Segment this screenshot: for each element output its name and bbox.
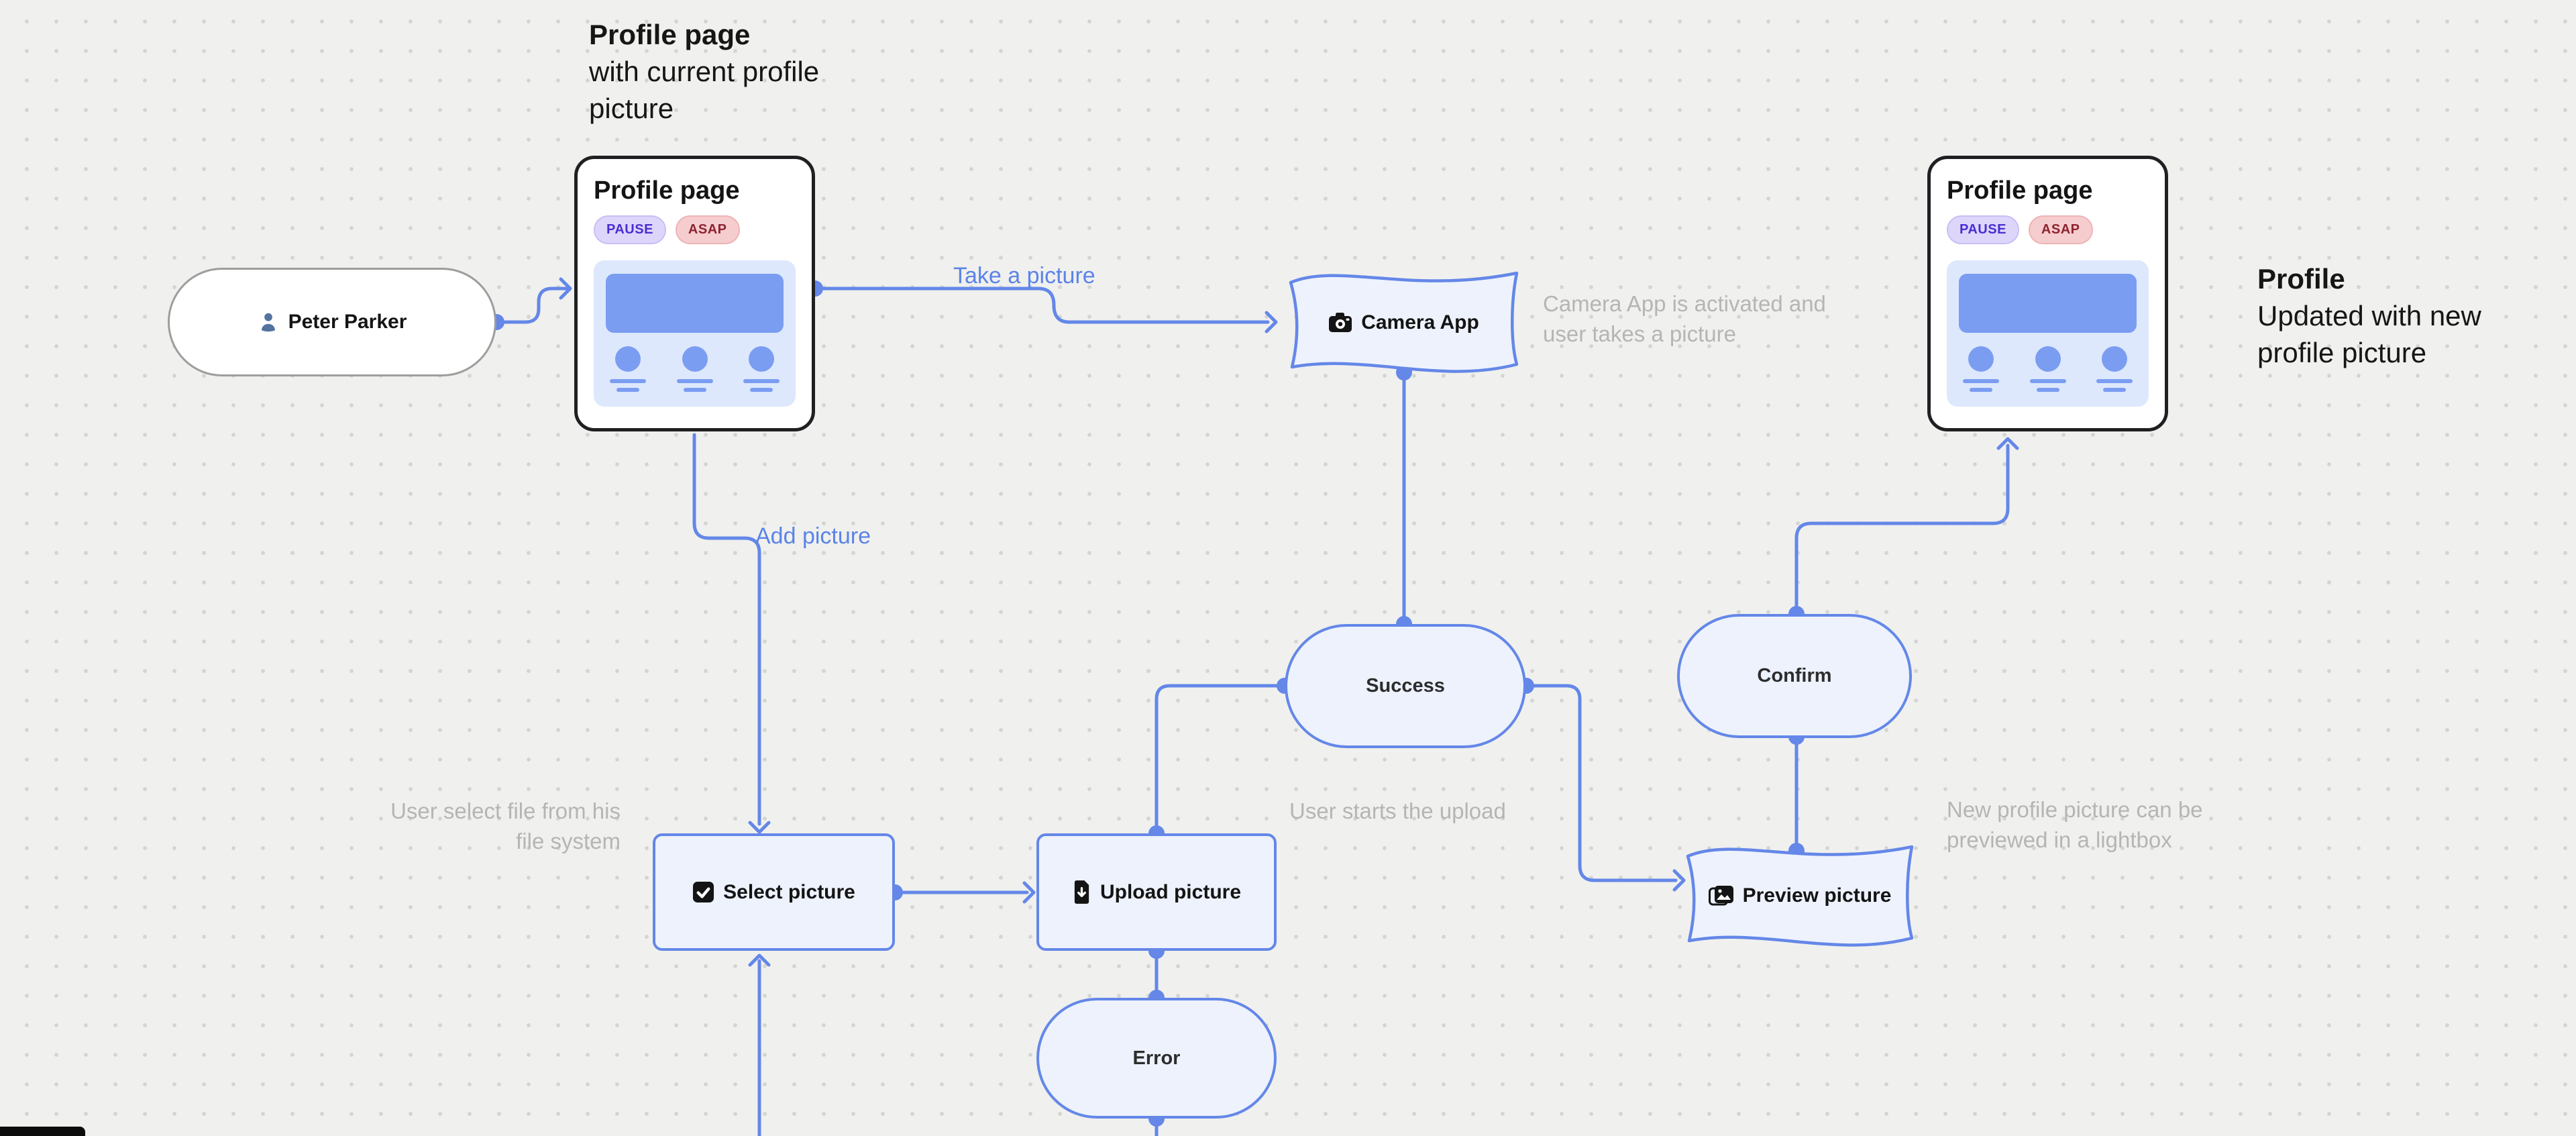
- wireframe-avatar: [610, 346, 646, 392]
- annotation-camera-note: Camera App is activated and user takes a…: [1543, 289, 1826, 349]
- arrowhead: [559, 277, 572, 300]
- node-label: Select picture: [723, 880, 855, 903]
- wireframe-banner: [1959, 274, 2137, 333]
- note-line: file system: [516, 829, 621, 854]
- status-badge-pause[interactable]: PAUSE: [1947, 215, 2019, 244]
- annotation-line: with current profile: [589, 56, 820, 87]
- toolbar-edge: [0, 1127, 85, 1136]
- badge-row: PAUSE ASAP: [1947, 215, 2149, 244]
- node-label: Confirm: [1757, 665, 1832, 686]
- status-badge-asap[interactable]: ASAP: [675, 215, 740, 244]
- note-line: previewed in a lightbox: [1947, 827, 2172, 852]
- arrowhead: [748, 821, 771, 834]
- wireframe-avatar: [743, 346, 780, 392]
- node-error[interactable]: Error: [1036, 998, 1277, 1119]
- person-icon: [258, 311, 279, 333]
- arrowhead: [1022, 881, 1036, 904]
- annotation-profile-updated: Profile Updated with new profile picture: [2257, 260, 2566, 371]
- node-label: Error: [1132, 1047, 1181, 1069]
- image-stack-icon: [1708, 885, 1734, 907]
- card-title: Profile page: [1947, 176, 2093, 205]
- annotation-profile-page-current: Profile page with current profile pictur…: [589, 16, 877, 127]
- node-label-row: Camera App: [1280, 260, 1527, 385]
- status-badge-pause[interactable]: PAUSE: [594, 215, 666, 244]
- node-label: Upload picture: [1099, 880, 1241, 903]
- profile-page-card-left[interactable]: Profile page PAUSE ASAP: [574, 156, 815, 431]
- actor-name: Peter Parker: [288, 311, 407, 333]
- wireframe-avatar: [1963, 346, 1999, 392]
- annotation-title: Profile: [2257, 263, 2345, 295]
- node-label: Success: [1366, 675, 1445, 696]
- arrowhead: [1996, 437, 2019, 450]
- annotation-preview-note: New profile picture can be previewed in …: [1947, 794, 2282, 855]
- annotation-upload-note: User starts the upload: [1289, 796, 1506, 826]
- upload-file-icon: [1072, 880, 1091, 904]
- edge-success-to-upload[interactable]: [1155, 684, 1287, 835]
- node-confirm[interactable]: Confirm: [1677, 614, 1912, 738]
- wireframe-panel: [594, 260, 796, 407]
- wireframe-avatar-row: [606, 346, 784, 392]
- actor-peter-parker[interactable]: Peter Parker: [168, 268, 496, 376]
- note-line: Camera App is activated and: [1543, 291, 1826, 316]
- arrowhead: [1265, 311, 1278, 333]
- wireframe-avatar: [676, 346, 713, 392]
- node-label: Preview picture: [1742, 884, 1892, 907]
- wireframe-panel: [1947, 260, 2149, 407]
- note-line: User select file from his: [390, 798, 621, 823]
- edge-success-to-preview[interactable]: [1524, 684, 1678, 882]
- checkbox-icon: [692, 881, 714, 903]
- annotation-select-note: User select file from his file system: [335, 796, 621, 856]
- camera-icon: [1328, 312, 1352, 333]
- wireframe-avatar: [2029, 346, 2066, 392]
- node-select-picture[interactable]: Select picture: [653, 833, 895, 951]
- note-line: user takes a picture: [1543, 321, 1736, 346]
- node-camera-app[interactable]: Camera App: [1280, 260, 1527, 385]
- node-label: Camera App: [1361, 311, 1479, 333]
- edge-confirm-to-profile[interactable]: [1794, 444, 2010, 616]
- annotation-line: picture: [589, 93, 674, 124]
- note-line: User starts the upload: [1289, 798, 1506, 823]
- node-upload-picture[interactable]: Upload picture: [1036, 833, 1277, 951]
- node-label-row: Preview picture: [1677, 832, 1923, 960]
- edge-profile-to-select[interactable]: [692, 433, 761, 826]
- wireframe-banner: [606, 274, 784, 333]
- wireframe-avatar-row: [1959, 346, 2137, 392]
- card-title: Profile page: [594, 176, 740, 205]
- annotation-line: profile picture: [2257, 337, 2427, 368]
- edge-label-add-picture: Add picture: [755, 523, 871, 549]
- badge-row: PAUSE ASAP: [594, 215, 796, 244]
- wireframe-avatar: [2096, 346, 2133, 392]
- profile-page-card-right[interactable]: Profile page PAUSE ASAP: [1927, 156, 2168, 431]
- edge-label-take-a-picture: Take a picture: [953, 263, 1095, 289]
- annotation-title: Profile page: [589, 19, 751, 50]
- wavy-shape: [1686, 845, 1914, 947]
- annotation-line: Updated with new: [2257, 300, 2481, 331]
- edge-profile-to-camera[interactable]: [813, 287, 1270, 324]
- node-preview-picture[interactable]: Preview picture: [1677, 832, 1923, 960]
- edge-actor-to-profile[interactable]: [494, 287, 568, 324]
- note-line: New profile picture can be: [1947, 797, 2203, 822]
- wavy-shape: [1289, 271, 1519, 373]
- arrowhead: [748, 953, 771, 967]
- status-badge-asap[interactable]: ASAP: [2028, 215, 2093, 244]
- node-success[interactable]: Success: [1285, 624, 1526, 748]
